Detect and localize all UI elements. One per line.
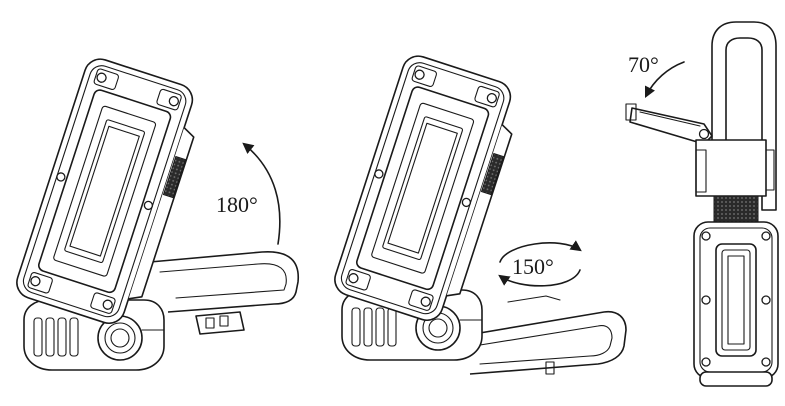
figure-rotate: 150° — [329, 51, 627, 375]
rotation-arrow-70 — [644, 61, 685, 99]
swivel-arrow-bottom — [498, 269, 581, 287]
lamp-head-2 — [329, 51, 527, 329]
folding-arm — [625, 103, 713, 145]
hook-loop-flat — [149, 251, 299, 335]
hook-loop-open — [461, 295, 627, 375]
lamp-head-3 — [693, 221, 779, 387]
figure-hook: 70° — [625, 21, 779, 387]
pivot-neck — [695, 139, 767, 223]
swivel-arrow-top — [499, 240, 582, 263]
angle-label-150: 150° — [512, 254, 554, 279]
angle-label-70: 70° — [628, 52, 659, 77]
figure-tilt: 180° — [11, 54, 299, 371]
angle-label-180: 180° — [216, 192, 258, 217]
rotation-arrow-180 — [242, 142, 281, 245]
